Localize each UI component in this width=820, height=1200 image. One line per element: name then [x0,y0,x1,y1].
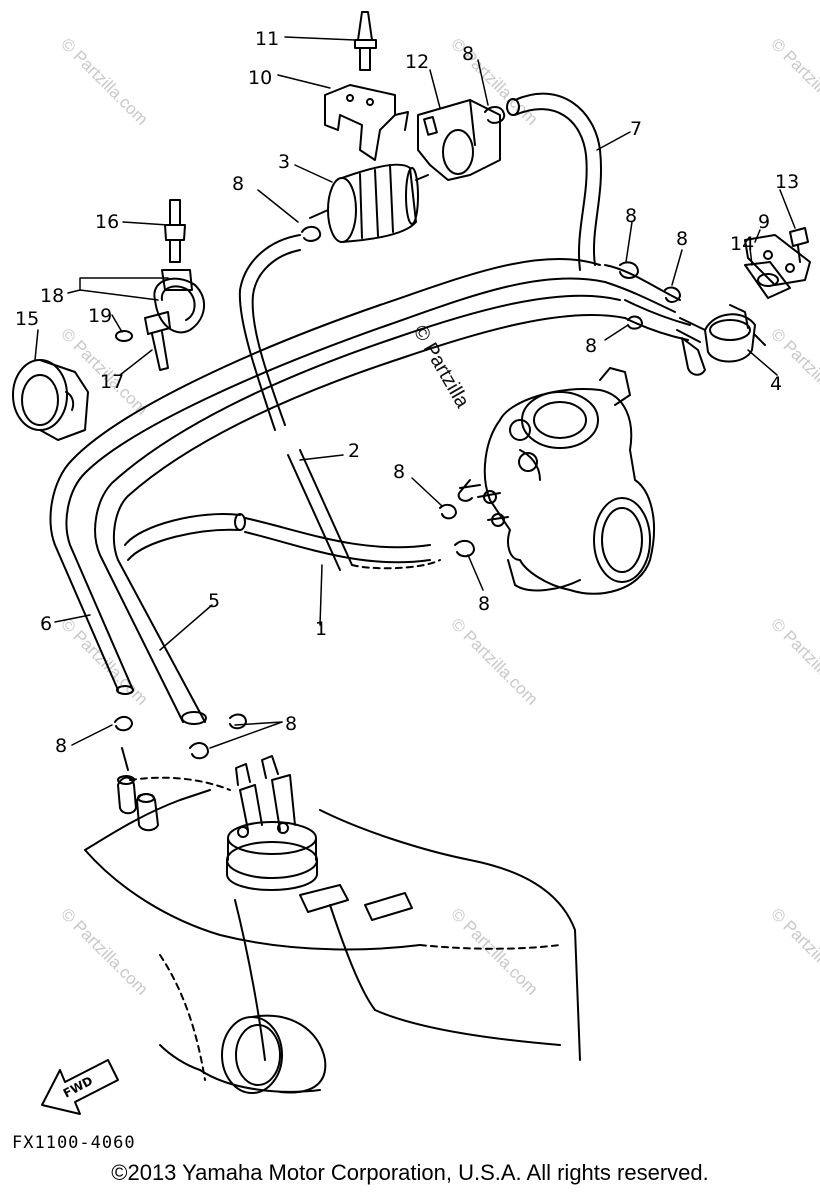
fuel-filter [309,163,429,243]
copyright-notice: ©2013 Yamaha Motor Corporation, U.S.A. A… [111,1160,709,1185]
holder-17 [144,311,171,371]
watermark: © Partzilla.com [767,324,820,418]
throttle-body [457,367,656,595]
callout-8: 8 [285,713,297,735]
callout-19: 19 [88,305,112,327]
hose-2 [238,234,441,571]
callout-8: 8 [393,461,405,483]
callout-8: 8 [478,593,490,615]
callout-8: 8 [462,43,474,65]
hose-1 [124,513,431,564]
center-watermark: © Partzilla [409,322,474,413]
watermark: © Partzilla.com [57,904,151,998]
hose-clamps-8 [114,106,681,760]
callout-7: 7 [630,118,642,140]
callout-12: 12 [405,51,429,73]
bracket-10 [324,84,409,161]
washer-19 [115,330,133,342]
callout-10: 10 [248,67,272,89]
fuel-tank [84,789,581,1094]
hose-7 [506,92,602,271]
callout-13: 13 [775,171,799,193]
callout-8: 8 [55,735,67,757]
lever-9 [744,234,811,286]
callout-4: 4 [770,373,782,395]
screw-13 [789,227,809,263]
callouts: 1 2 3 4 5 6 7 8 8 8 8 8 8 8 8 8 9 10 11 … [15,28,799,757]
watermark: © Partzilla.com [57,34,151,128]
watermarks: © Partzilla.com © Partzilla.com © Partzi… [57,34,820,998]
callout-6: 6 [40,613,52,635]
gasket-14 [744,261,791,299]
fuel-hoses-main [49,257,626,725]
hose-band-18 [153,269,205,334]
connector-fittings [117,747,231,832]
callout-9: 9 [758,211,770,233]
fwd-arrow [41,1059,119,1115]
fuel-valve-4 [676,304,766,376]
clip-15 [12,359,89,441]
watermark: © Partzilla.com [767,34,820,128]
bolt-16 [164,199,186,263]
bolt-11 [354,11,377,71]
callout-18: 18 [40,285,64,307]
callout-14: 14 [730,233,754,255]
fuel-pump-unit [226,755,318,891]
callout-8: 8 [585,335,597,357]
callout-2: 2 [348,440,360,462]
callout-1: 1 [315,618,327,640]
callout-5: 5 [208,590,220,612]
clamp-bracket-12 [417,99,501,181]
diagram-code: FX1100-4060 [12,1133,136,1153]
fwd-label: FWD [61,1074,95,1101]
callout-8: 8 [625,205,637,227]
callout-16: 16 [95,211,119,233]
watermark: © Partzilla.com [767,904,820,998]
valve-hoses [604,264,691,341]
callout-3: 3 [278,151,290,173]
callout-17: 17 [100,371,124,393]
callout-8: 8 [232,173,244,195]
callout-15: 15 [15,308,39,330]
watermark: © Partzilla.com [447,904,541,998]
watermark: © Partzilla.com [447,614,541,708]
callout-8: 8 [676,228,688,250]
watermark: © Partzilla.com [767,614,820,708]
callout-11: 11 [255,28,279,50]
leader-lines [34,36,796,749]
